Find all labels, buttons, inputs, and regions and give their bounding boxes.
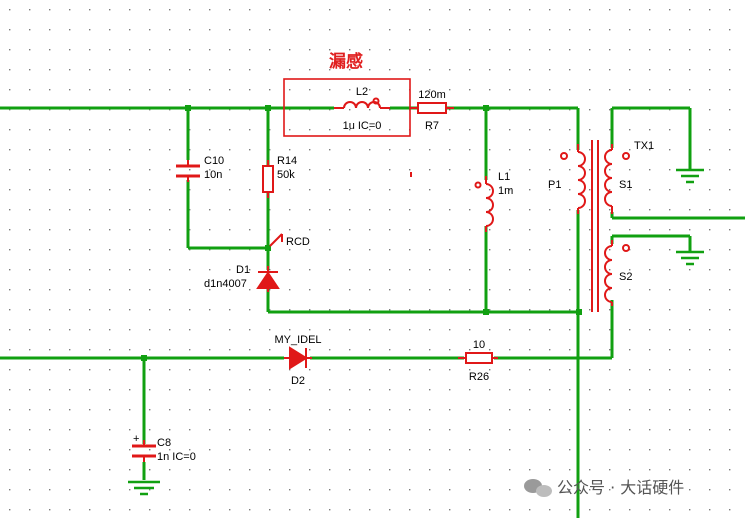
inductor-L2 (334, 97, 390, 109)
L1-value: 1m (498, 185, 513, 197)
ground-icon (676, 250, 704, 266)
S1-label: S1 (619, 179, 632, 191)
junctions (141, 105, 582, 361)
L1-ref: L1 (498, 171, 510, 183)
capacitor-C10 (176, 160, 200, 182)
D2-value: MY_IDEL (274, 334, 321, 346)
diode-D1 (256, 266, 280, 292)
watermark-text: 公众号 · 大话硬件 (557, 478, 684, 497)
R26-value: 10 (473, 339, 485, 351)
C8-ref: C8 (157, 437, 171, 449)
R14-value: 50k (277, 169, 295, 181)
resistor-R14 (262, 160, 274, 198)
wires (0, 106, 745, 518)
L2-value: 1u IC=0 (343, 120, 382, 132)
S2-label: S2 (619, 271, 632, 283)
C8-plus: + (133, 433, 139, 445)
C10-ref: C10 (204, 155, 224, 167)
transformer-TX1 (560, 140, 630, 312)
ground-icon (128, 480, 160, 496)
diode-D2 (284, 346, 312, 370)
P1-label: P1 (548, 179, 561, 191)
R7-ref: R7 (425, 120, 439, 132)
inductor-L1 (474, 176, 494, 232)
C10-value: 10n (204, 169, 222, 181)
RCD-label: RCD (286, 236, 310, 248)
ground-icon (676, 168, 704, 184)
R7-value: 120m (418, 89, 446, 101)
wechat-icon (524, 479, 552, 497)
D1-ref: D1 (236, 264, 250, 276)
R26-ref: R26 (469, 371, 489, 383)
L2-ref: L2 (356, 86, 368, 98)
resistor-R7 (410, 102, 454, 114)
D2-ref: D2 (291, 375, 305, 387)
leakage-title: 漏感 (329, 51, 363, 72)
TX1-ref: TX1 (634, 140, 654, 152)
resistor-R26 (458, 352, 498, 364)
stray-mark (410, 172, 412, 177)
R14-ref: R14 (277, 155, 297, 167)
D1-value: d1n4007 (204, 278, 247, 290)
capacitor-C8 (132, 440, 156, 462)
C8-value: 1n IC=0 (157, 451, 196, 463)
probe-RCD (269, 233, 283, 247)
